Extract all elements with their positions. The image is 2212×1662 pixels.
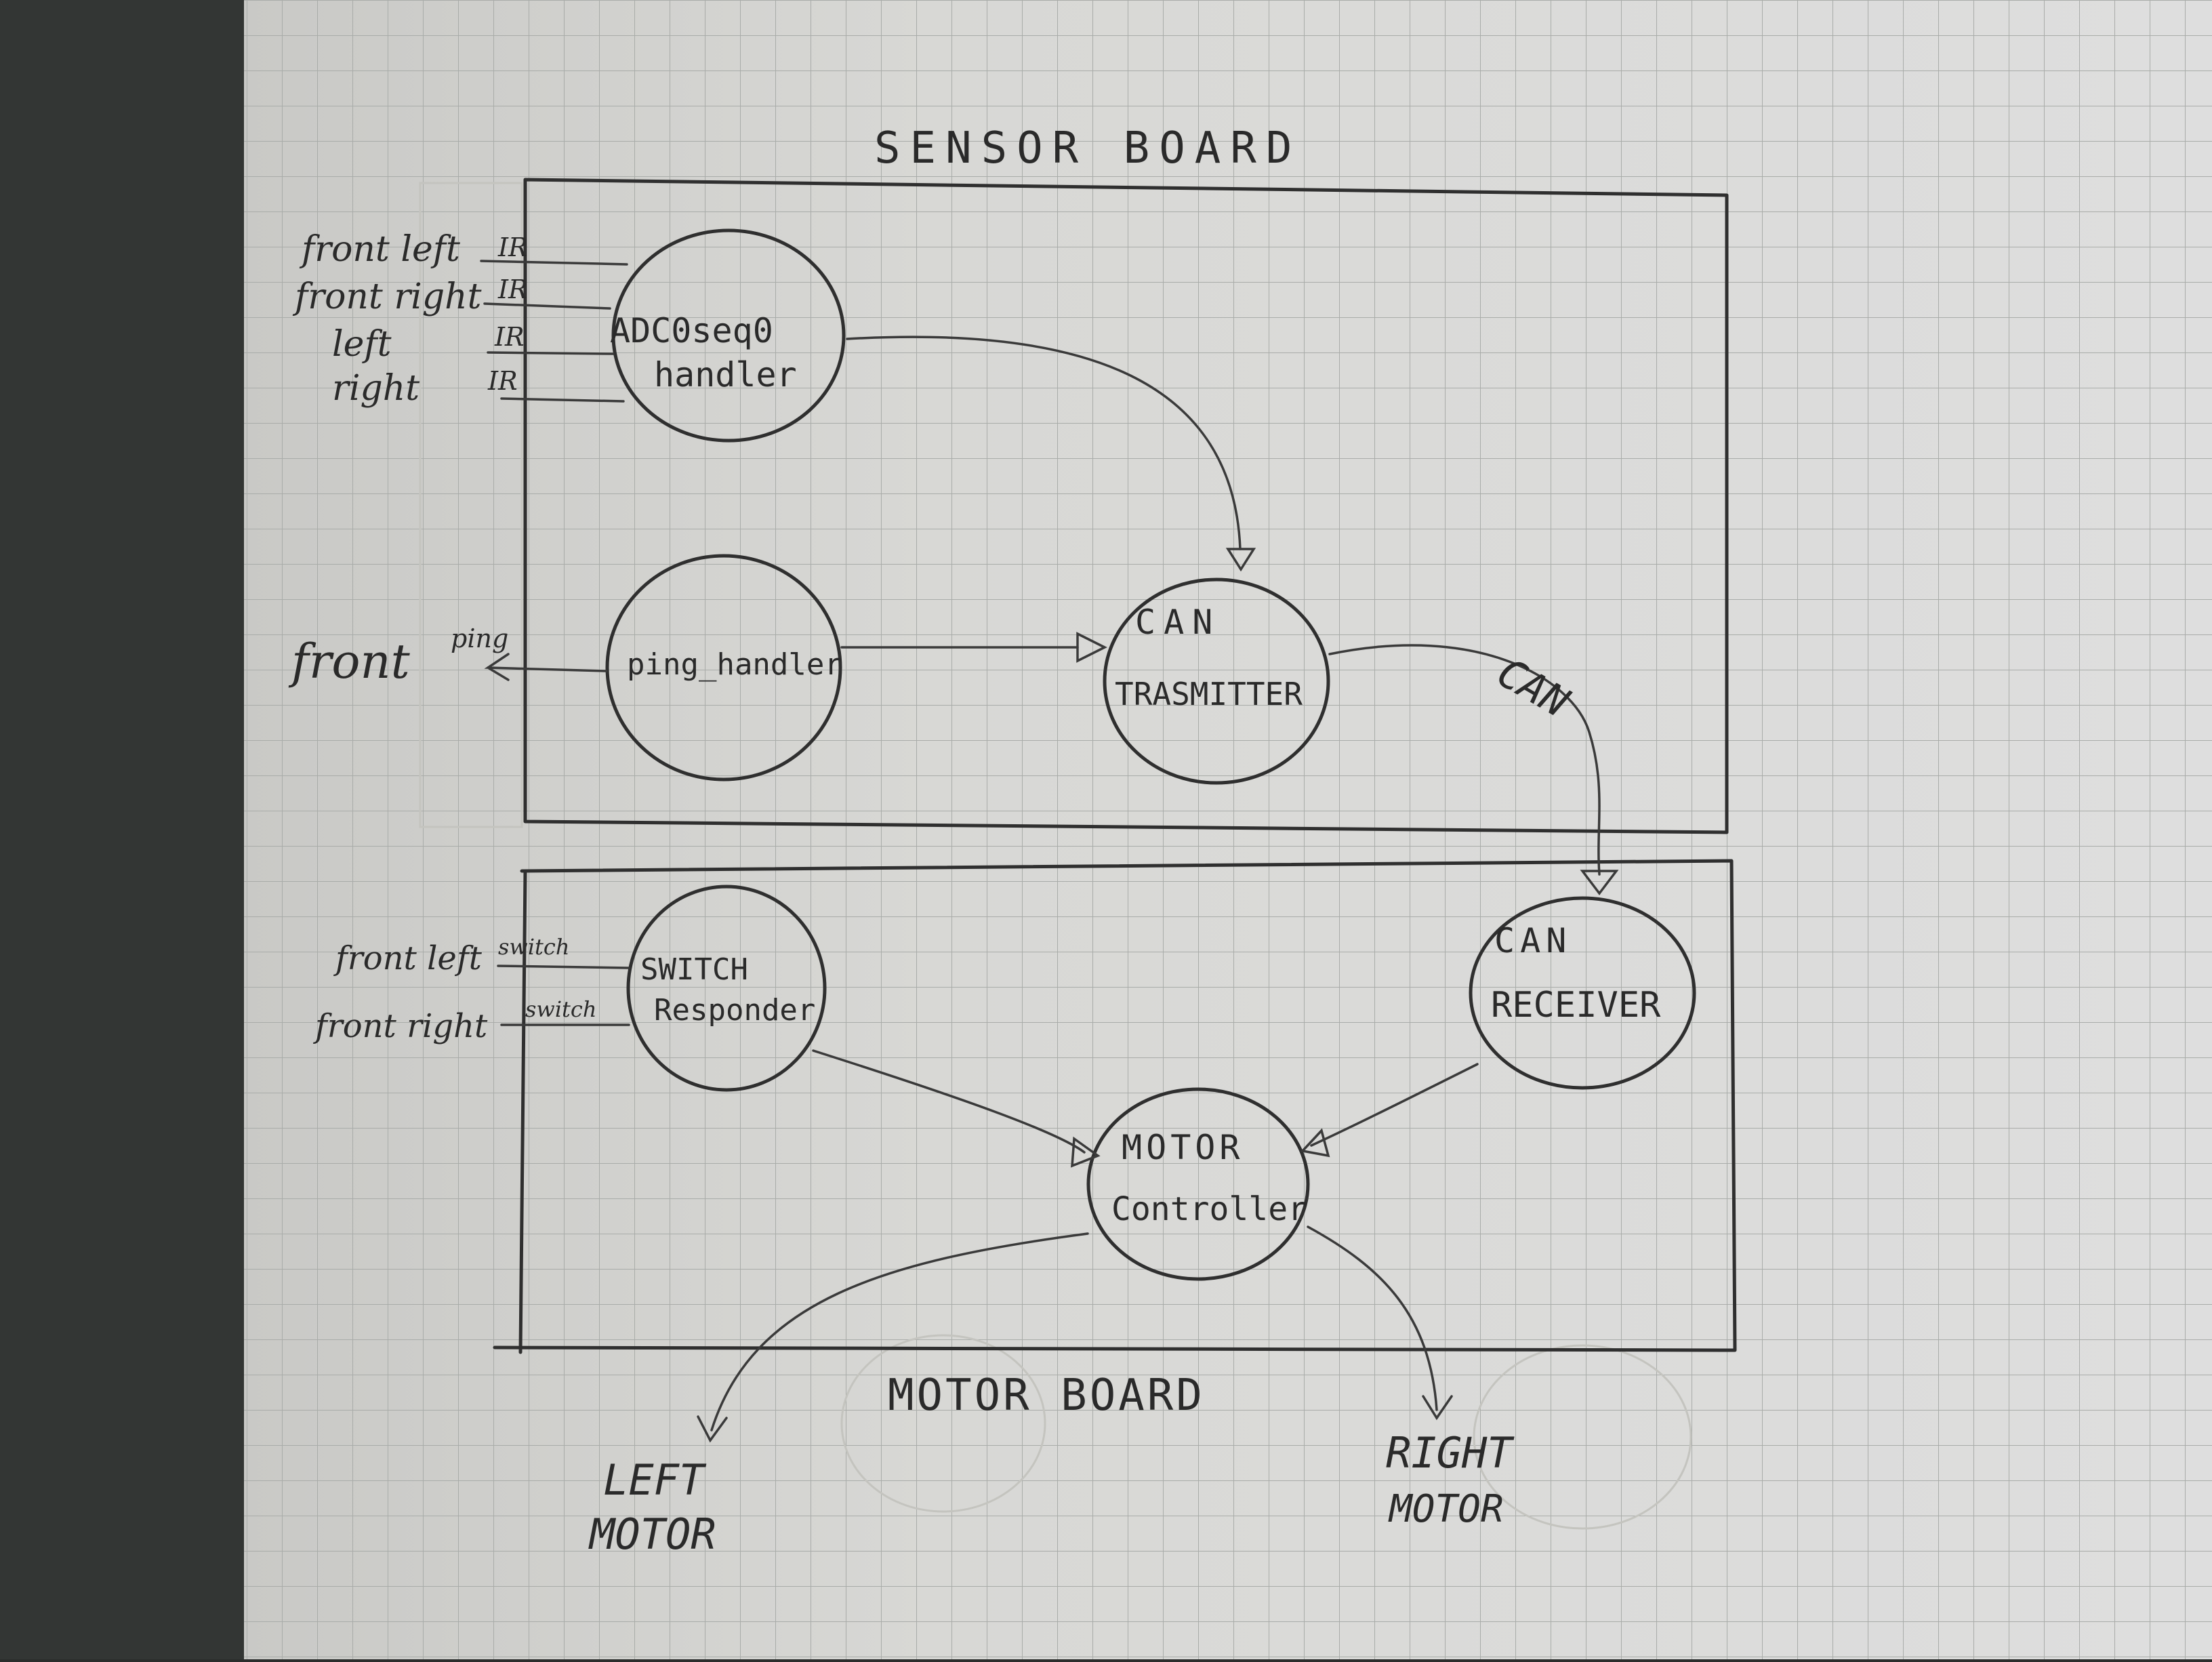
- erased-circle-left: [840, 1334, 1046, 1513]
- adc-to-can-tx-arrowhead: [1225, 548, 1256, 572]
- left-motor-line1: LEFT: [603, 1455, 707, 1505]
- left-ir-wire: [487, 351, 615, 355]
- switch-line2: Responder: [654, 993, 815, 1028]
- motor-to-left-arrow: [710, 1232, 1089, 1432]
- front-ping-wire: [484, 653, 608, 681]
- adc-to-can-tx-arrow: [846, 336, 1242, 550]
- sensor-board-title: SENSOR BOARD: [874, 123, 1301, 174]
- ping-handler-node: [605, 554, 842, 782]
- right-ir-type: IR: [487, 366, 518, 396]
- switch-line1: SWITCH: [640, 952, 748, 987]
- right-motor-line1: RIGHT: [1386, 1428, 1515, 1478]
- motor-board-title: MOTOR BOARD: [888, 1371, 1205, 1421]
- shadow-area: [0, 0, 244, 1659]
- can-bus-arrowhead: [1580, 870, 1619, 895]
- adc-node-line2: handler: [654, 355, 797, 394]
- front-right-switch-name: front right: [313, 1007, 488, 1045]
- switch-to-motor-arrow: [812, 1049, 1086, 1154]
- adc-node-line1: ADC0seq0: [610, 311, 773, 350]
- adc-handler-node: [611, 228, 846, 443]
- front-left-switch-name: front left: [333, 939, 483, 977]
- front-right-ir-name: front right: [292, 277, 482, 317]
- ping-node-label: ping_handler: [627, 647, 842, 682]
- can-receiver-node: [1469, 896, 1696, 1090]
- switch-responder-node: [626, 885, 827, 1092]
- grid-lines: [244, 0, 2212, 1659]
- front-left-switch-wire: [497, 965, 630, 969]
- right-ir-name: right: [332, 368, 419, 409]
- switch-to-motor-arrowhead: [1071, 1136, 1101, 1168]
- front-ping-type: ping: [451, 624, 508, 653]
- can-rx-to-motor-arrowhead: [1300, 1128, 1330, 1158]
- ping-to-can-tx-arrowhead: [1076, 632, 1107, 663]
- motor-to-left-arrowhead: [697, 1415, 728, 1443]
- front-right-ir-wire: [483, 302, 611, 310]
- front-right-switch-type: switch: [525, 996, 596, 1022]
- can-tx-line2: TRASMITTER: [1115, 676, 1303, 712]
- right-ir-wire: [500, 397, 625, 403]
- can-rx-to-motor-arrow: [1310, 1063, 1479, 1147]
- motor-board-box: [493, 859, 1737, 1352]
- can-bus-arrow: [1328, 644, 1601, 876]
- left-motor-line2: MOTOR: [588, 1509, 716, 1559]
- front-left-ir-wire: [480, 260, 628, 266]
- motor-controller-node: [1086, 1087, 1310, 1281]
- front-left-ir-name: front left: [299, 229, 460, 270]
- motor-to-right-arrow: [1307, 1225, 1438, 1411]
- front-left-switch-type: switch: [498, 934, 569, 960]
- can-rx-line1: CAN: [1494, 921, 1572, 960]
- erased-circle-right: [1473, 1344, 1692, 1530]
- left-ir-type: IR: [494, 322, 525, 352]
- left-ir-name: left: [332, 324, 392, 365]
- can-transmitter-node: [1103, 577, 1330, 785]
- can-tx-line1: CAN: [1135, 603, 1221, 642]
- right-motor-line2: MOTOR: [1388, 1487, 1504, 1531]
- motor-ctrl-line1: MOTOR: [1122, 1128, 1244, 1167]
- front-right-ir-type: IR: [497, 275, 528, 304]
- front-left-ir-type: IR: [497, 232, 528, 262]
- erased-box: [419, 182, 523, 828]
- motor-ctrl-line2: Controller: [1111, 1190, 1307, 1228]
- motor-board-left-edge: [518, 869, 527, 1354]
- can-rx-line2: RECEIVER: [1491, 985, 1661, 1026]
- sensor-board-box: [523, 178, 1729, 834]
- front-ping-name: front: [288, 634, 411, 689]
- motor-to-right-arrowhead: [1422, 1395, 1453, 1421]
